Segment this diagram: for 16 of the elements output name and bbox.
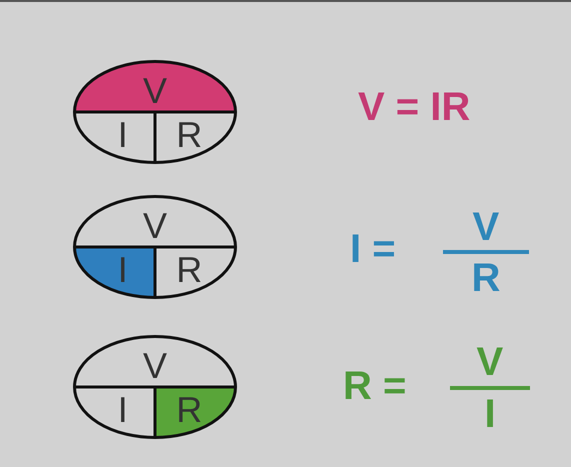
quantity-letter: I — [118, 392, 128, 428]
formula: V = IR — [358, 87, 470, 127]
denominator: I — [484, 394, 496, 434]
quantity-letter: I — [118, 116, 128, 153]
quantity-letter: R — [176, 392, 202, 428]
numerator: V — [476, 342, 504, 382]
quantity-letter: R — [176, 116, 202, 153]
formula-part: I = — [350, 229, 396, 269]
quantity-letter: V — [143, 208, 168, 244]
formula-part: R = — [343, 366, 406, 406]
quantity-letter: V — [143, 72, 168, 109]
quantity-letter: R — [176, 252, 202, 288]
denominator: R — [472, 258, 500, 298]
quantity-letter: V — [143, 348, 168, 384]
quantity-letter: I — [118, 252, 128, 288]
numerator: V — [472, 207, 500, 247]
